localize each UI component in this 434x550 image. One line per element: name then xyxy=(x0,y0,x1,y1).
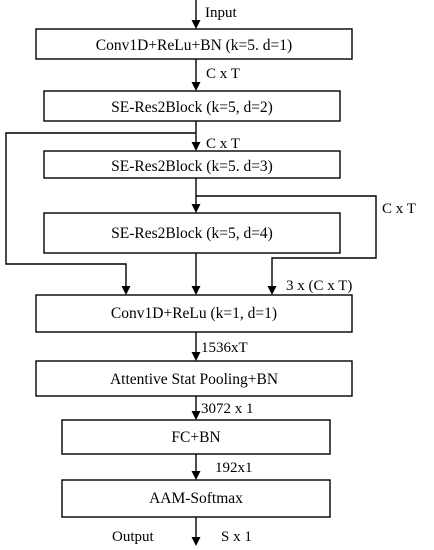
block-fc-bn: FC+BN xyxy=(61,419,331,455)
arrowhead-output xyxy=(191,537,201,546)
block-se3-label: SE-Res2Block (k=5, d=4) xyxy=(111,225,273,242)
block-se1-label: SE-Res2Block (k=5, d=2) xyxy=(111,99,273,116)
block-se-res2block-3: SE-Res2Block (k=5, d=4) xyxy=(43,212,341,254)
block-pool-label: Attentive Stat Pooling+BN xyxy=(110,371,278,388)
block-se-res2block-1: SE-Res2Block (k=5, d=2) xyxy=(43,90,341,122)
label-192x1: 192x1 xyxy=(215,460,253,476)
block-aam-softmax: AAM-Softmax xyxy=(61,479,331,518)
connectors xyxy=(5,0,377,546)
arrowhead-se1 xyxy=(191,82,201,91)
arrowhead-conv2-left xyxy=(121,286,131,295)
block-se-res2block-2: SE-Res2Block (k=5. d=3) xyxy=(43,150,341,179)
arrowhead-se2 xyxy=(191,142,201,151)
arrowhead-conv2-center xyxy=(191,286,201,295)
block-fc-label: FC+BN xyxy=(171,429,220,446)
skip-connection-right xyxy=(196,195,377,288)
block-softmax-label: AAM-Softmax xyxy=(149,490,243,507)
label-ct-1: C x T xyxy=(206,66,240,82)
arrowhead-conv2-right xyxy=(267,286,277,295)
label-3072x1: 3072 x 1 xyxy=(201,401,254,417)
block-conv1: Conv1D+ReLu+BN (k=5. d=1) xyxy=(35,28,353,60)
label-ct-3: C x T xyxy=(382,201,416,217)
label-1536xt: 1536xT xyxy=(201,340,248,356)
dimension-labels: Input C x T C x T C x T 3 x (C x T) 1536… xyxy=(112,5,416,545)
label-input: Input xyxy=(205,5,237,21)
block-se2-label: SE-Res2Block (k=5. d=3) xyxy=(111,158,273,175)
arrowhead-softmax xyxy=(191,471,201,480)
block-attentive-pooling: Attentive Stat Pooling+BN xyxy=(35,360,353,397)
block-conv2: Conv1D+ReLu (k=1, d=1) xyxy=(35,294,353,333)
block-conv2-label: Conv1D+ReLu (k=1, d=1) xyxy=(111,305,277,322)
skip-connection-left xyxy=(5,132,196,288)
arrowhead-se3 xyxy=(191,204,201,213)
arrowhead-pool xyxy=(191,352,201,361)
arrowhead-fc xyxy=(191,411,201,420)
label-concat: 3 x (C x T) xyxy=(286,278,352,294)
arrowhead-input xyxy=(191,20,201,29)
label-sx1: S x 1 xyxy=(221,529,252,545)
label-output: Output xyxy=(112,529,155,545)
block-conv1-label: Conv1D+ReLu+BN (k=5. d=1) xyxy=(96,37,292,54)
label-ct-2: C x T xyxy=(206,136,240,152)
